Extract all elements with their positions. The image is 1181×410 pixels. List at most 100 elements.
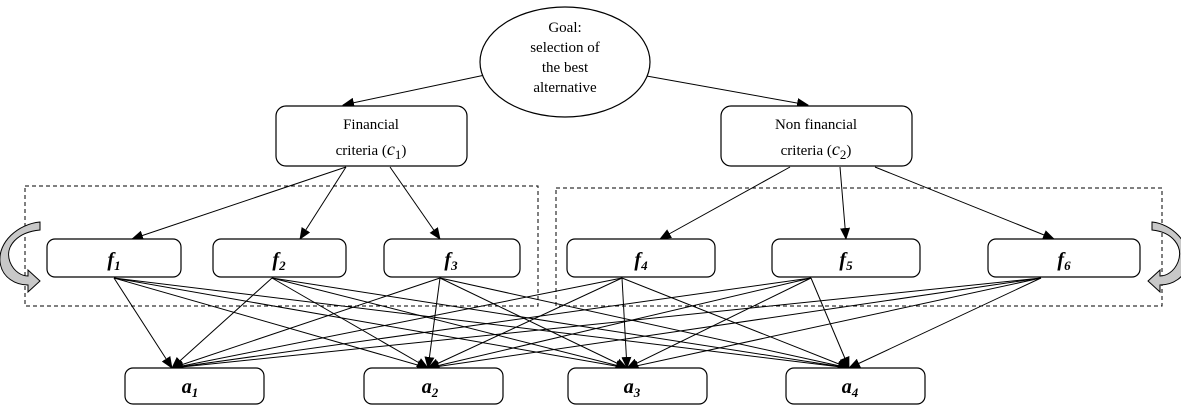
criterion-nonfinancial-box <box>720 105 913 167</box>
nonfinancial-group-frame <box>555 187 1163 307</box>
edge-f2-to-a4 <box>271 277 850 372</box>
alternative-a4-base: a <box>842 376 852 398</box>
alternative-a2: a2 <box>363 367 504 405</box>
edge-f2-to-a3 <box>271 277 628 371</box>
factor-f3-box <box>383 238 521 278</box>
edge-f4-to-a3 <box>621 277 632 369</box>
criterion-financial-sub: 1 <box>395 147 402 162</box>
edge-f4-to-a2 <box>427 277 623 369</box>
edge-f4-to-a1 <box>171 277 623 371</box>
criterion-financial-close: ) <box>401 143 406 159</box>
edge-f5-to-a4 <box>810 277 850 369</box>
factor-f6: f6 <box>987 238 1141 278</box>
factor-f1-sub: 1 <box>114 258 121 273</box>
edge-c1-to-f2 <box>299 166 347 240</box>
edge-f6-to-a3 <box>626 277 1042 371</box>
criterion-financial-line-2: criteria (c1) <box>336 139 407 162</box>
edge-f1-to-a2 <box>113 277 429 370</box>
alternative-a1: a1 <box>124 367 265 405</box>
alternative-a1-box <box>124 367 265 405</box>
loop-arrow-left-shape <box>0 221 41 294</box>
edges-layer <box>113 74 1055 372</box>
goal-line-3: the best <box>542 60 589 76</box>
goal-ellipse <box>479 6 651 118</box>
alternative-a3-base: a <box>624 376 634 398</box>
edge-f1-to-a1 <box>113 277 173 369</box>
edge-f6-to-a1 <box>171 277 1042 372</box>
criterion-nonfinancial-line-2: criteria (c2) <box>781 139 852 162</box>
factor-f2: f2 <box>212 238 347 278</box>
edge-f6-to-a4 <box>848 277 1042 369</box>
edge-f5-to-a1 <box>171 277 812 372</box>
factor-f5-sub: 5 <box>846 258 853 273</box>
criterion-nonfinancial: Non financial criteria (c2) <box>720 105 913 167</box>
loop-arrow-right-shape <box>1147 221 1181 294</box>
factor-f5-label: f5 <box>839 249 853 273</box>
alternative-a3-box <box>567 367 708 405</box>
criterion-nonfinancial-label: criteria ( <box>781 143 832 159</box>
alternative-a1-label: a1 <box>182 376 199 400</box>
factor-f6-label: f6 <box>1057 249 1071 273</box>
alternative-a3: a3 <box>567 367 708 405</box>
goal-line-1: Goal: <box>548 20 581 36</box>
edge-f3-to-a2 <box>424 277 441 369</box>
criterion-financial-line-1: Financial <box>343 117 399 133</box>
criterion-nonfinancial-var: c <box>832 139 840 159</box>
factor-f2-base: f <box>272 249 281 271</box>
factor-f5: f5 <box>771 238 921 278</box>
factor-f6-sub: 6 <box>1064 258 1071 273</box>
edge-c2-to-f4 <box>659 166 791 240</box>
factor-f6-base: f <box>1057 249 1066 271</box>
criterion-nonfinancial-line-1: Non financial <box>775 117 857 133</box>
goal-line-4: alternative <box>533 80 597 96</box>
edge-goal-to-c2 <box>640 74 809 108</box>
factor-f1-base: f <box>107 249 116 271</box>
factor-f1: f1 <box>46 238 182 278</box>
alternative-a4-label: a4 <box>842 376 859 400</box>
alternative-a1-sub: 1 <box>192 385 199 400</box>
alternative-a4-box <box>785 367 926 405</box>
edge-c1-to-f3 <box>389 166 441 240</box>
loop-arrow-right-icon <box>1147 221 1181 294</box>
alternative-a2-sub: 2 <box>431 385 439 400</box>
factor-f4-sub: 4 <box>640 258 648 273</box>
financial-group-frame <box>24 185 539 307</box>
edge-c1-to-f1 <box>131 166 347 241</box>
alternative-a2-label: a2 <box>422 376 439 400</box>
edge-c2-to-f6 <box>874 166 1055 240</box>
factor-f4-box <box>566 238 716 278</box>
factor-f1-label: f1 <box>107 249 120 273</box>
edge-f1-to-a3 <box>113 277 628 372</box>
factor-f2-box <box>212 238 347 278</box>
edge-c2-to-f5 <box>839 166 851 240</box>
alternative-a3-sub: 3 <box>633 385 641 400</box>
edge-f3-to-a1 <box>171 277 441 370</box>
factor-f4-label: f4 <box>634 249 648 273</box>
factor-f5-base: f <box>839 249 848 271</box>
factor-f2-sub: 2 <box>278 258 286 273</box>
edge-goal-to-c1 <box>342 74 486 108</box>
alternative-a4-sub: 4 <box>851 385 859 400</box>
factor-f4: f4 <box>566 238 716 278</box>
factor-f5-box <box>771 238 921 278</box>
criterion-financial-box <box>275 105 468 167</box>
alternative-a2-base: a <box>422 376 432 398</box>
factor-f3-base: f <box>444 249 453 271</box>
factor-f3-sub: 3 <box>450 258 458 273</box>
goal-line-2: selection of <box>530 40 600 56</box>
edge-f1-to-a4 <box>113 277 850 372</box>
factor-f6-box <box>987 238 1141 278</box>
criterion-nonfinancial-sub: 2 <box>840 147 847 162</box>
edge-f3-to-a3 <box>439 277 628 369</box>
edge-f6-to-a2 <box>427 277 1042 372</box>
alternative-a2-box <box>363 367 504 405</box>
factor-f1-box <box>46 238 182 278</box>
edge-f2-to-a1 <box>171 277 273 369</box>
alternative-a3-label: a3 <box>624 376 641 400</box>
edge-f5-to-a2 <box>427 277 812 371</box>
factor-f3: f3 <box>383 238 521 278</box>
edge-f3-to-a4 <box>439 277 850 371</box>
factor-f3-label: f3 <box>444 249 458 273</box>
alternative-a1-base: a <box>182 376 192 398</box>
